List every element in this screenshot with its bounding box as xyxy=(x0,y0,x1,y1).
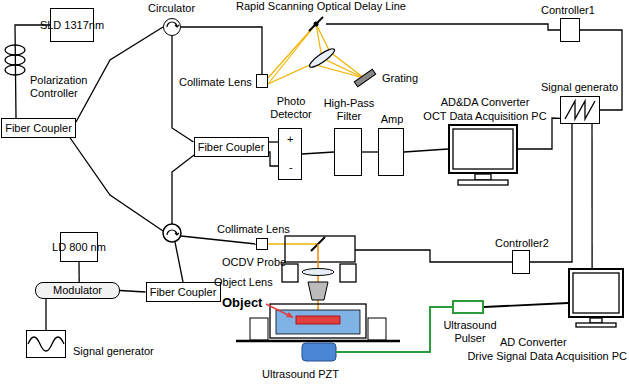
node-text: Fiber Coupler xyxy=(5,122,72,135)
connector-line xyxy=(591,124,592,268)
node-text: Modulator xyxy=(53,284,102,297)
node-text: OCT Data Acquisition PC xyxy=(410,110,560,123)
waveforms xyxy=(28,101,595,351)
amplifier-box: Amp xyxy=(378,128,404,176)
controller-box: Controller2 xyxy=(512,250,530,274)
monitor-stands xyxy=(453,129,619,327)
modulator-cylinder: Modulator xyxy=(35,282,120,299)
connector-line xyxy=(580,30,622,110)
node-text: Collimate Lens xyxy=(217,223,290,236)
node-text: Collimate Lens xyxy=(179,76,252,89)
laser-box: LD 800 nm xyxy=(60,232,98,262)
source-box: SLD 1317nm xyxy=(50,8,94,42)
connector-line xyxy=(484,303,568,307)
connector-line xyxy=(15,25,50,118)
connector-line xyxy=(404,149,448,152)
node-text: - xyxy=(289,161,293,174)
connector-line xyxy=(78,262,79,282)
connector-line xyxy=(45,299,46,330)
node-text: Signal generato xyxy=(541,81,618,94)
connector-line xyxy=(302,152,334,154)
node-text: High-Pass Filter xyxy=(322,97,376,123)
node-text: Circulator xyxy=(148,2,195,15)
node-text: Photo Detector xyxy=(267,95,315,121)
part-label: Grating xyxy=(382,72,418,85)
node-text: Controller1 xyxy=(541,4,595,17)
lens-box: Collimate Lens xyxy=(256,238,268,250)
node-text: Amp xyxy=(375,113,409,126)
computer-monitor: AD ConverterDrive Signal Data Acquisitio… xyxy=(568,268,624,318)
signal-generator-box: Signal generato xyxy=(560,96,600,124)
node-text: Controller2 xyxy=(495,237,549,250)
connector-line xyxy=(269,141,279,142)
connector-line xyxy=(518,118,560,149)
controller-box: Controller1 xyxy=(560,18,580,42)
node-text: Drive Signal Data Acquisition PC xyxy=(430,350,627,363)
part-label: Rapid Scanning Optical Delay Line xyxy=(236,0,406,13)
connector-line xyxy=(362,151,378,152)
node-text: LD 800 nm xyxy=(52,241,106,254)
filter-box: High-Pass Filter xyxy=(334,128,362,176)
node-text: AD&DA Converter xyxy=(420,96,550,109)
node-text: Fiber Coupler xyxy=(198,141,265,154)
connector-line xyxy=(120,291,146,293)
pulser-box: Ultrasound Pulser xyxy=(452,300,484,314)
signal-generator-box: Signal generator xyxy=(26,330,66,358)
coupler-box: Fiber Coupler xyxy=(194,137,269,157)
connector-line xyxy=(181,27,262,74)
circulator-circle: Circulator xyxy=(163,18,181,36)
coupler-box: Fiber Coupler xyxy=(1,118,76,138)
connector-line xyxy=(269,152,279,166)
delay-line xyxy=(268,17,376,87)
node-text: Signal generator xyxy=(73,345,154,358)
node-text: Fiber Coupler xyxy=(150,286,217,299)
ultrasound-cable xyxy=(336,307,452,352)
part-label: OCDV Probe xyxy=(222,256,286,269)
connector-line xyxy=(172,36,194,142)
node-text: AD Converter xyxy=(500,336,567,349)
node-text: SLD 1317nm xyxy=(40,19,104,32)
part-label: Ultrasound PZT xyxy=(262,368,339,381)
part-label: Object Lens xyxy=(214,276,273,289)
detector-box: Photo Detector+- xyxy=(278,128,302,180)
part-label: Polarization Controller xyxy=(30,74,96,100)
computer-monitor: AD&DA ConverterOCT Data Acquisition PC xyxy=(448,124,518,174)
node-text: + xyxy=(287,133,293,146)
fiber-wires xyxy=(66,24,560,282)
node-text: Ultrasound Pulser xyxy=(442,319,498,345)
lens-box: Collimate Lens xyxy=(256,74,268,88)
part-label: Object xyxy=(222,295,262,310)
coupler-box: Fiber Coupler xyxy=(146,282,221,302)
